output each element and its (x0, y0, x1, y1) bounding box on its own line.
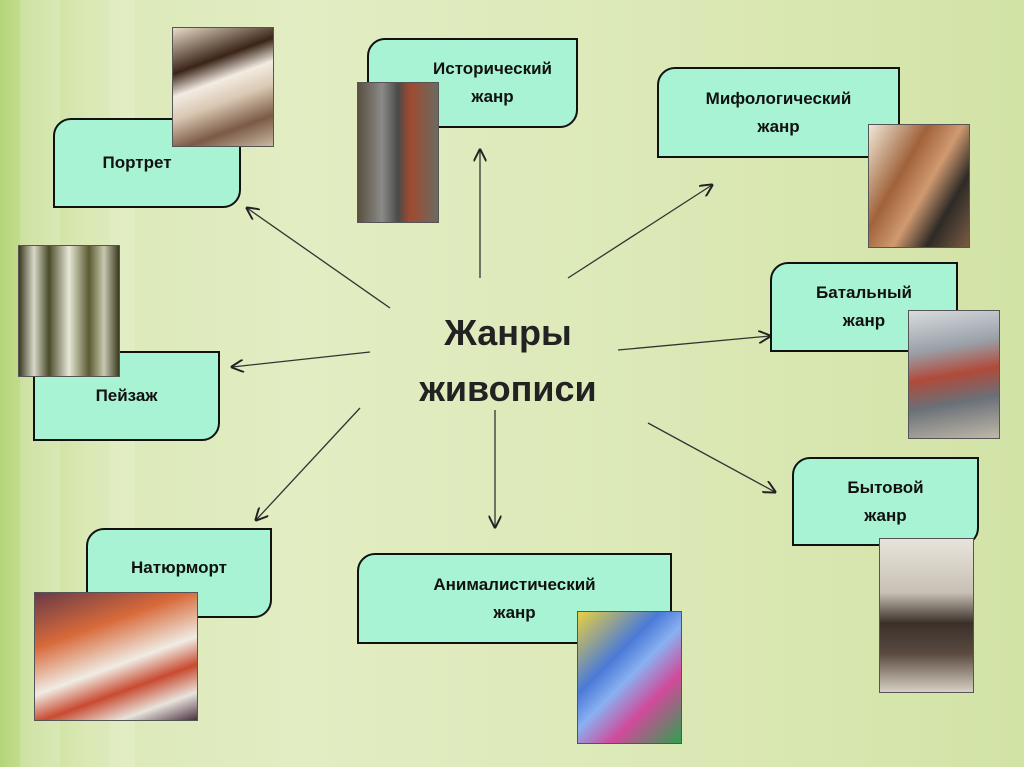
title-line: живописи (419, 368, 597, 409)
mythological-painting-image (868, 124, 970, 248)
genre-label: жанр (493, 602, 536, 622)
genre-label: жанр (471, 87, 514, 106)
arrow-portrait (247, 208, 391, 309)
genre-label: Исторический (433, 59, 552, 78)
genre-label: Натюрморт (131, 558, 227, 577)
genre-label: Батальный (816, 283, 912, 302)
landscape-painting-image (18, 245, 120, 377)
genre-label: Бытовой (847, 477, 924, 497)
genre-label: жанр (864, 505, 907, 525)
genre-label: Мифологический (705, 88, 852, 108)
genre-label: жанр (757, 116, 800, 136)
arrow-still-life (256, 407, 361, 520)
arrow-mythological (567, 185, 712, 279)
historical-painting-image (357, 82, 439, 223)
diagram-title: Жанры живописи (380, 305, 636, 417)
genre-label: Анималистический (433, 574, 596, 594)
genre-label: Портрет (102, 153, 172, 172)
everyday-painting-image (879, 538, 974, 693)
genre-label: жанр (842, 311, 886, 330)
title-line: Жанры (444, 312, 572, 353)
animal-painting-image (577, 611, 682, 744)
genre-box-everyday: Бытовой жанр (792, 457, 979, 546)
still-life-painting-image (34, 592, 198, 721)
arrow-battle (617, 336, 770, 351)
arrow-everyday (647, 422, 775, 492)
genre-label: Пейзаж (95, 386, 158, 405)
portrait-painting-image (172, 27, 274, 147)
arrow-landscape (232, 351, 371, 367)
genre-box-mythological: Мифологический жанр (657, 67, 900, 158)
battle-painting-image (908, 310, 1000, 439)
